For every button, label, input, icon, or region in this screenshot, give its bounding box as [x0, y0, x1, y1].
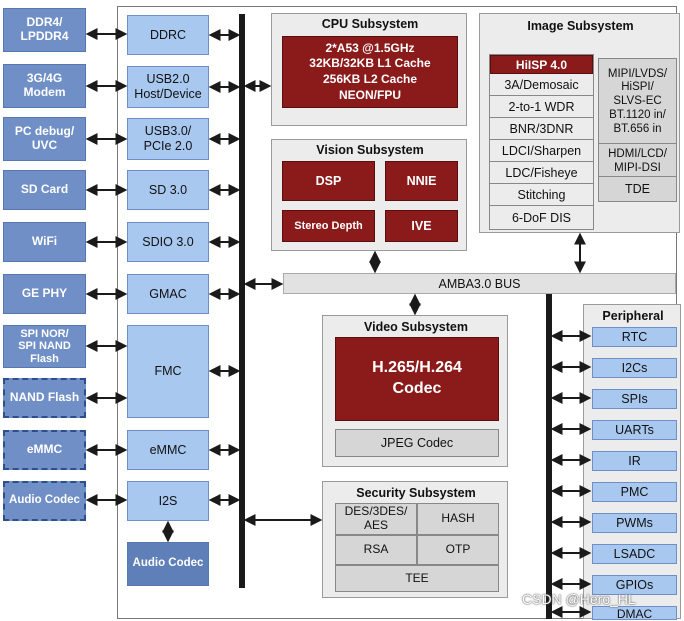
image-input-interfaces: MIPI/LVDS/ HiSPI/ SLVS-EC BT.1120 in/ BT… [598, 58, 677, 146]
image-subsystem-title: Image Subsystem [527, 19, 634, 33]
isp-item-6dof-dis: 6-DoF DIS [490, 206, 593, 229]
isp-header: HiISP 4.0 [490, 55, 593, 74]
vision-subsystem-title: Vision Subsystem [316, 143, 424, 157]
isp-item-3a-demosaic: 3A/Demosaic [490, 74, 593, 96]
ctrl-usb2: USB2.0 Host/Device [127, 66, 209, 108]
security-des-aes: DES/3DES/ AES [335, 503, 417, 535]
security-hash: HASH [417, 503, 499, 535]
vision-subsystem: Vision Subsystem DSP NNIE Stereo Depth I… [271, 139, 467, 251]
peripheral-rtc: RTC [592, 327, 677, 347]
amba-bus-label: AMBA3.0 BUS [438, 276, 521, 291]
isp-pipeline: HiISP 4.0 3A/Demosaic 2-to-1 WDR BNR/3DN… [489, 54, 594, 230]
ext-modem: 3G/4G Modem [3, 64, 86, 108]
ext-audio-codec: Audio Codec [3, 481, 86, 521]
security-subsystem: Security Subsystem DES/3DES/ AES HASH RS… [322, 481, 508, 598]
ext-ge-phy: GE PHY [3, 274, 86, 314]
isp-item-bnr-3dnr: BNR/3DNR [490, 118, 593, 140]
ctrl-emmc: eMMC [127, 430, 209, 470]
security-subsystem-title: Security Subsystem [356, 486, 476, 500]
security-otp: OTP [417, 535, 499, 565]
ext-sd-card: SD Card [3, 170, 86, 210]
image-subsystem: Image Subsystem HiISP 4.0 3A/Demosaic 2-… [479, 13, 680, 233]
vision-dsp: DSP [282, 161, 375, 201]
peripheral-pwms: PWMs [592, 513, 677, 533]
isp-item-wdr: 2-to-1 WDR [490, 96, 593, 118]
security-rsa: RSA [335, 535, 417, 565]
cpu-spec-block: 2*A53 @1.5GHz 32KB/32KB L1 Cache 256KB L… [282, 36, 458, 108]
cpu-spec-text: 2*A53 @1.5GHz 32KB/32KB L1 Cache 256KB L… [309, 40, 431, 102]
cpu-subsystem-title: CPU Subsystem [321, 17, 419, 31]
isp-item-ldc-fisheye: LDC/Fisheye [490, 162, 593, 184]
video-subsystem: Video Subsystem H.265/H.264 Codec JPEG C… [322, 315, 508, 467]
image-display-interfaces: HDMI/LCD/ MIPI-DSI [598, 143, 677, 180]
ctrl-sdio3: SDIO 3.0 [127, 222, 209, 262]
peripheral-ir: IR [592, 451, 677, 471]
ctrl-ddrc: DDRC [127, 15, 209, 55]
ctrl-fmc: FMC [127, 325, 209, 418]
video-subsystem-title: Video Subsystem [364, 320, 468, 334]
security-tee: TEE [335, 565, 499, 592]
vision-ive: IVE [385, 210, 458, 242]
peripheral-lsadc: LSADC [592, 544, 677, 564]
peripheral-pmc: PMC [592, 482, 677, 502]
ctrl-gmac: GMAC [127, 274, 209, 314]
isp-item-ldci-sharpen: LDCI/Sharpen [490, 140, 593, 162]
watermark: CSDN @Hero_HL [522, 591, 636, 607]
peripheral-gpios: GPIOs [592, 575, 677, 595]
ctrl-usb3-pcie: USB3.0/ PCIe 2.0 [127, 118, 209, 160]
cpu-subsystem: CPU Subsystem 2*A53 @1.5GHz 32KB/32KB L1… [271, 13, 467, 126]
amba-bus: AMBA3.0 BUS [283, 273, 676, 294]
internal-audio-codec: Audio Codec [127, 542, 209, 586]
peripheral-spis: SPIs [592, 389, 677, 409]
peripheral-uarts: UARTs [592, 420, 677, 440]
ext-emmc: eMMC [3, 430, 86, 470]
peripheral-title: Peripheral [602, 309, 664, 323]
image-tde: TDE [598, 176, 677, 202]
vision-nnie: NNIE [385, 161, 458, 201]
ctrl-sd3: SD 3.0 [127, 170, 209, 210]
ext-pc-debug: PC debug/ UVC [3, 117, 86, 161]
video-codec: H.265/H.264 Codec [335, 337, 499, 421]
ext-ddr4: DDR4/ LPDDR4 [3, 8, 86, 52]
ext-wifi: WiFi [3, 222, 86, 262]
peripheral-i2cs: I2Cs [592, 358, 677, 378]
peripheral-subsystem: Peripheral RTC I2Cs SPIs UARTs IR PMC PW… [583, 304, 681, 621]
ctrl-i2s: I2S [127, 481, 209, 521]
jpeg-codec: JPEG Codec [335, 429, 499, 457]
ext-nand-flash: NAND Flash [3, 378, 86, 418]
isp-item-stitching: Stitching [490, 184, 593, 206]
vision-stereo-depth: Stereo Depth [282, 210, 375, 242]
ext-spi-flash: SPI NOR/ SPI NAND Flash [3, 325, 86, 368]
